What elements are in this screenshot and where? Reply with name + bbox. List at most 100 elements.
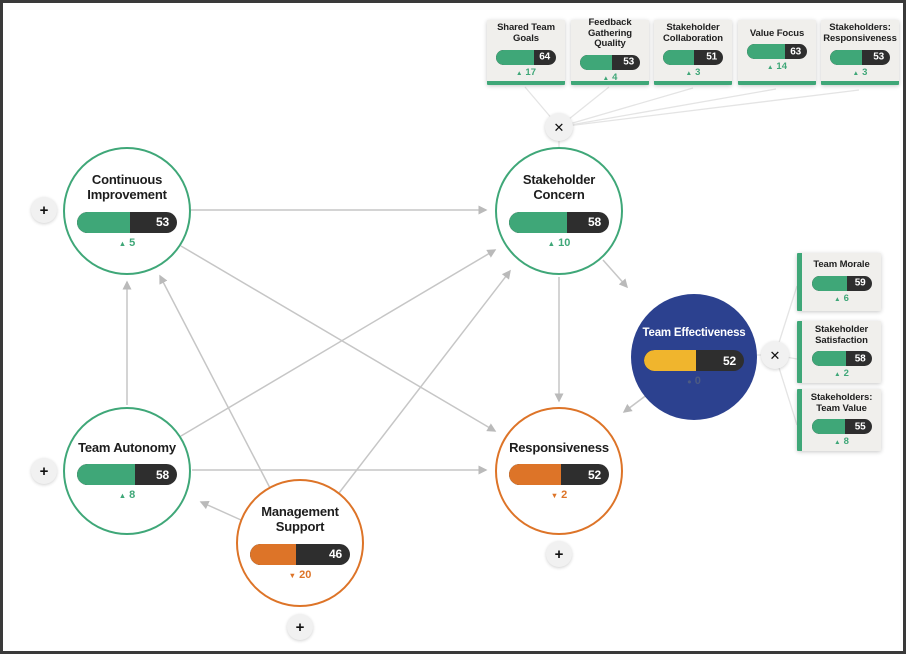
delta-direction-icon	[834, 436, 840, 447]
score-value: 53	[623, 56, 634, 68]
card-title: Stakeholders: Responsiveness	[823, 22, 897, 44]
delta-direction-icon	[853, 67, 859, 78]
metric-card-stakeholder-satisfaction[interactable]: Stakeholder Satisfaction 58 2	[797, 321, 881, 383]
score-value: 51	[706, 51, 717, 63]
score-value: 55	[854, 421, 866, 433]
add-button-responsiveness[interactable]: +	[546, 541, 572, 567]
score-change: 8	[834, 436, 849, 447]
metric-card-shared-team-goals[interactable]: Shared Team Goals 64 17	[487, 20, 565, 85]
delta-direction-icon	[548, 237, 555, 249]
delta-value: 4	[612, 71, 618, 83]
delta-value: 10	[558, 236, 571, 249]
score-value: 59	[854, 277, 866, 289]
add-button-team-autonomy[interactable]: +	[31, 458, 57, 484]
delta-value: 14	[776, 61, 787, 73]
score-change: 6	[834, 293, 849, 304]
node-title: Responsiveness	[509, 439, 609, 455]
delta-direction-icon	[603, 72, 609, 83]
score-value: 53	[156, 215, 169, 230]
delta-direction-icon	[119, 489, 126, 501]
score-value: 63	[790, 46, 801, 58]
score-change: 17	[516, 67, 536, 78]
metric-card-stakeholders-responsiveness[interactable]: Stakeholders: Responsiveness 53 3	[821, 20, 899, 85]
collapse-button-team-effectiveness[interactable]: ✕	[761, 341, 789, 369]
add-button-management-support[interactable]: +	[287, 614, 313, 640]
node-title: Team Autonomy	[78, 439, 176, 455]
add-button-continuous-improvement[interactable]: +	[31, 197, 57, 223]
score-value: 52	[588, 467, 601, 482]
score-change: 10	[548, 236, 571, 249]
score-bar: 53	[830, 49, 890, 65]
delta-value: 8	[843, 436, 849, 448]
score-change: 2	[834, 368, 849, 379]
score-bar-fill	[496, 49, 535, 65]
delta-direction-icon	[834, 293, 840, 304]
card-title: Stakeholders: Team Value	[810, 391, 873, 414]
delta-direction-icon	[834, 368, 840, 379]
node-title: Continuous Improvement	[87, 172, 167, 202]
metric-card-value-focus[interactable]: Value Focus 63 14	[738, 20, 816, 85]
node-responsiveness[interactable]: Responsiveness 52 2	[495, 407, 623, 535]
score-bar: 53	[77, 211, 177, 233]
card-title: Value Focus	[749, 27, 805, 39]
delta-value: 0	[694, 375, 701, 388]
card-title: Stakeholder Collaboration	[663, 22, 723, 44]
metric-card-stakeholder-collaboration[interactable]: Stakeholder Collaboration 51 3	[654, 20, 732, 85]
metric-card-stakeholders-team-value[interactable]: Stakeholders: Team Value 55 8	[797, 389, 881, 451]
card-title: Feedback Gathering Quality	[588, 17, 632, 50]
score-bar-fill	[580, 54, 612, 70]
score-bar-fill	[77, 464, 135, 486]
score-bar: 53	[580, 54, 640, 70]
card-title: Stakeholder Satisfaction	[814, 323, 869, 346]
edge-team-autonomy-to-stakeholder-concern	[180, 249, 497, 437]
score-value: 58	[854, 353, 866, 365]
score-value: 52	[723, 353, 736, 368]
delta-value: 2	[843, 368, 849, 380]
edge-management-support-to-stakeholder-concern	[338, 269, 511, 494]
node-title: Team Effectiveness	[642, 326, 746, 339]
score-bar: 51	[663, 49, 723, 65]
score-bar: 59	[811, 275, 872, 291]
score-bar: 58	[509, 211, 609, 233]
connector-line	[558, 89, 860, 128]
connector-line	[558, 88, 777, 128]
score-bar: 52	[644, 350, 744, 372]
delta-direction-icon	[767, 61, 773, 72]
delta-value: 6	[843, 292, 849, 304]
score-bar-fill	[830, 49, 862, 65]
metric-card-team-morale[interactable]: Team Morale 59 6	[797, 253, 881, 311]
node-team-effectiveness[interactable]: Team Effectiveness 52 0	[631, 294, 757, 420]
score-bar-fill	[509, 464, 561, 486]
node-stakeholder-concern[interactable]: Stakeholder Concern 58 10	[495, 147, 623, 275]
score-change: 2	[551, 489, 567, 501]
edges-layer	[122, 86, 860, 521]
delta-direction-icon	[516, 67, 522, 78]
score-bar-fill	[811, 419, 845, 435]
score-change: 8	[119, 489, 136, 502]
metric-card-feedback-gathering-quality[interactable]: Feedback Gathering Quality 53 4	[571, 17, 649, 85]
score-bar-fill	[644, 350, 696, 372]
node-team-autonomy[interactable]: Team Autonomy 58 8	[63, 407, 191, 535]
delta-value: 3	[695, 66, 701, 78]
delta-direction-icon	[687, 375, 692, 387]
node-title: Stakeholder Concern	[522, 172, 596, 202]
delta-direction-icon	[119, 237, 126, 249]
score-bar: 64	[496, 49, 556, 65]
score-bar: 46	[250, 543, 350, 565]
collapse-button-stakeholder-concern[interactable]: ✕	[545, 113, 573, 141]
edge-stakeholder-concern-to-team-effectiveness	[602, 259, 628, 289]
delta-value: 8	[129, 489, 136, 502]
score-bar-fill	[509, 211, 567, 233]
delta-value: 20	[299, 568, 312, 581]
score-change: 3	[853, 67, 867, 78]
score-change: 14	[767, 61, 787, 72]
node-continuous-improvement[interactable]: Continuous Improvement 53 5	[63, 147, 191, 275]
score-value: 46	[329, 547, 342, 562]
score-bar-fill	[77, 211, 130, 233]
score-change: 3	[686, 66, 701, 78]
score-bar-fill	[663, 49, 694, 65]
score-bar: 58	[811, 351, 872, 367]
score-value: 64	[539, 51, 550, 63]
node-management-support[interactable]: Management Support 46 20	[236, 479, 364, 607]
